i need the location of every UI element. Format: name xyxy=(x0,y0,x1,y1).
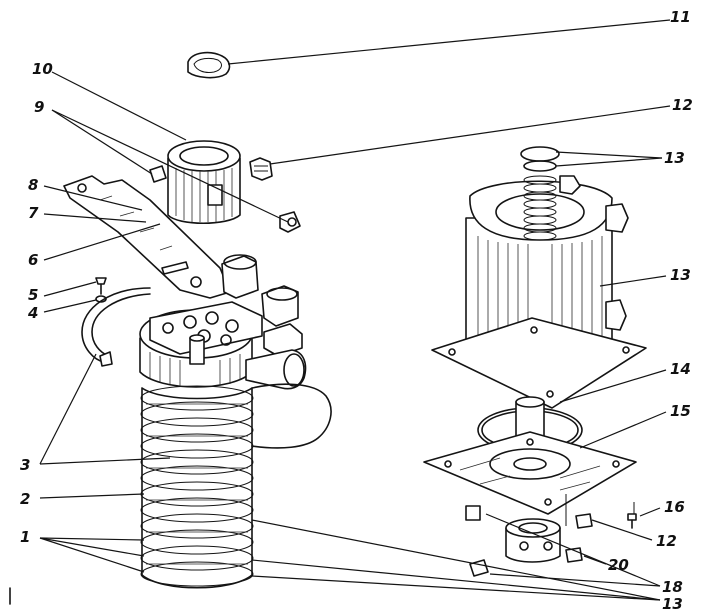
callout-9: 9 xyxy=(34,98,44,116)
callout-5: 5 xyxy=(28,286,38,304)
callout-10: 10 xyxy=(32,60,53,78)
gasket-loop-left xyxy=(251,383,332,449)
callout-11: 11 xyxy=(670,8,691,26)
lower-collar xyxy=(465,494,637,577)
main-valve-body xyxy=(139,254,307,390)
callout-13: 13 xyxy=(664,149,685,167)
part-10-top-block xyxy=(167,140,241,225)
callout-14: 13 xyxy=(670,266,691,284)
callout-20: 20 xyxy=(608,556,629,574)
callout-13-bottom: 13 xyxy=(662,595,683,612)
callout-6: 6 xyxy=(28,251,38,269)
callout-17: 16 xyxy=(664,498,685,516)
part-14-housing xyxy=(431,175,647,409)
callout-4: 4 xyxy=(27,304,38,322)
part-16-base-plate xyxy=(423,431,637,515)
callout-1: 1 xyxy=(20,528,30,546)
callout-18: 18 xyxy=(662,578,683,596)
part-3-snap-ring-left xyxy=(81,287,151,367)
leader-lines xyxy=(39,19,671,601)
callout-16: 15 xyxy=(670,402,691,420)
callout-7: 7 xyxy=(28,204,39,222)
callout-2: 2 xyxy=(20,490,30,508)
callout-8: 8 xyxy=(28,176,38,194)
part-9-fittings xyxy=(149,165,301,233)
part-5-screw xyxy=(95,277,107,295)
part-11-gasket xyxy=(187,51,231,79)
callout-12-top: 12 xyxy=(672,96,693,114)
callout-12-bottom: 12 xyxy=(656,532,677,550)
callout-15: 14 xyxy=(670,360,691,378)
part-12-fitting-top xyxy=(249,157,273,181)
callout-3: 3 xyxy=(20,456,30,474)
callout-labels: 11 10 9 12 13 8 7 6 13 5 4 14 15 3 2 16 … xyxy=(20,8,693,612)
part-13-rings xyxy=(520,146,560,172)
diaphragm-stack xyxy=(140,385,254,589)
part-4-washer xyxy=(95,295,107,303)
